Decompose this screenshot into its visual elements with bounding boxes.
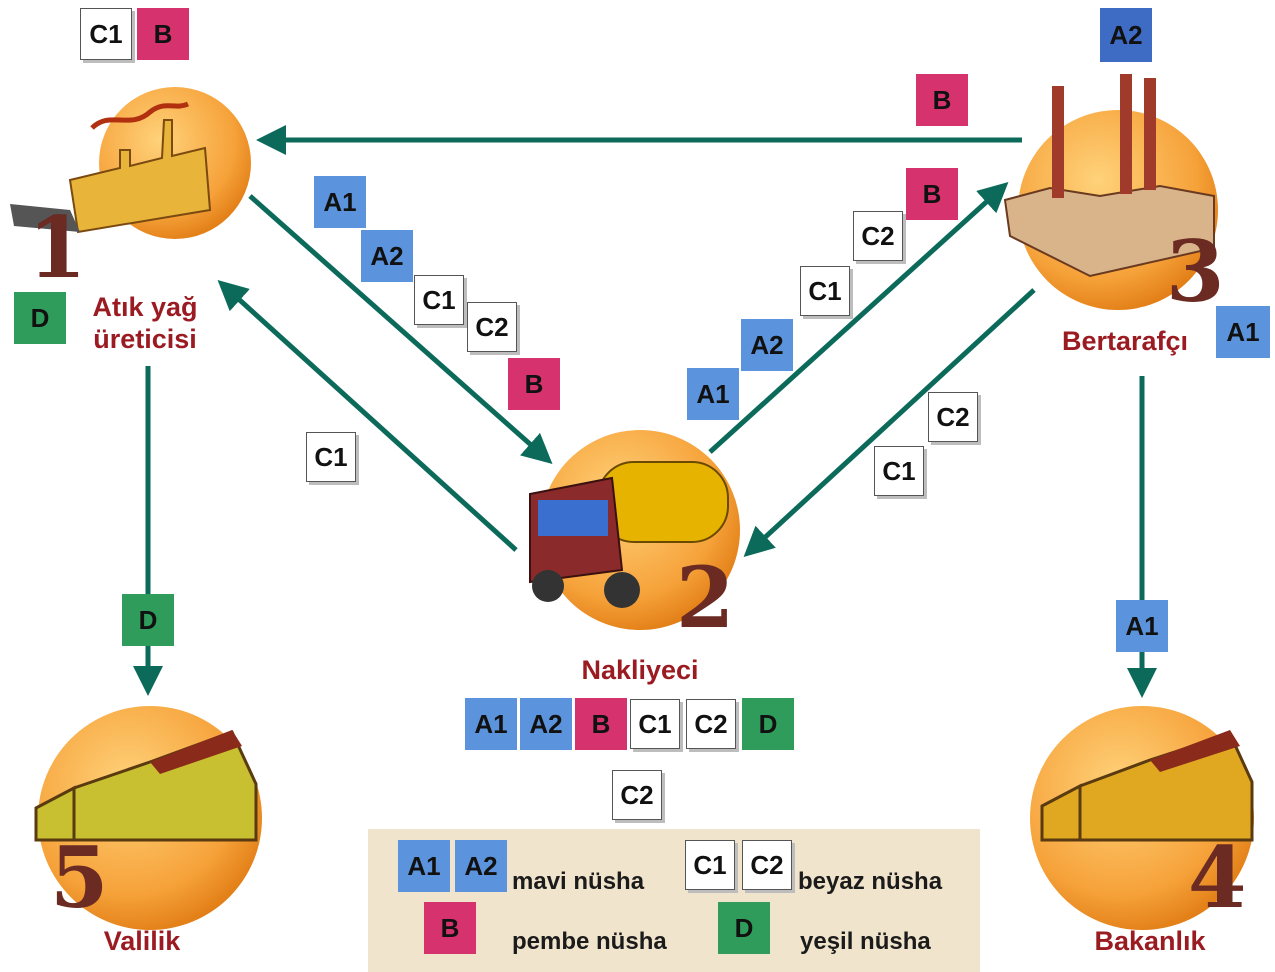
legend-white-c2: C2 bbox=[742, 840, 792, 890]
badge-t2d-a1: A1 bbox=[687, 368, 739, 420]
legend-blue-a1: A1 bbox=[398, 840, 450, 892]
legend-green-d: D bbox=[718, 902, 770, 954]
arrows bbox=[133, 125, 1157, 698]
badge-p2t-c1: C1 bbox=[414, 275, 464, 325]
transporter-number: 2 bbox=[676, 548, 735, 647]
badge-disposer-a2: A2 bbox=[1100, 8, 1152, 62]
badge-t2d-a2: A2 bbox=[741, 319, 793, 371]
transporter-label: Nakliyeci bbox=[581, 655, 699, 685]
ministry-label: Bakanlık bbox=[1094, 926, 1206, 956]
badge-producer-b: B bbox=[137, 8, 189, 60]
flat-roof-shadow bbox=[10, 204, 80, 232]
badge-d2m-a1: A1 bbox=[1116, 600, 1168, 652]
building-icon-ministry bbox=[1040, 732, 1254, 842]
truck-wheel-rear bbox=[604, 572, 640, 608]
factory-icon bbox=[68, 119, 212, 234]
legend-blue-a2: A2 bbox=[455, 840, 507, 892]
producer-node bbox=[10, 87, 251, 239]
badge-t2d-b: B bbox=[906, 168, 958, 220]
smoke-icon bbox=[90, 101, 190, 130]
producer-number: 1 bbox=[28, 198, 87, 297]
badge-tr-a2: A2 bbox=[520, 698, 572, 750]
legend-white-text: beyaz nüsha bbox=[798, 868, 943, 895]
badge-t2d-c2: C2 bbox=[853, 211, 903, 261]
governorship-node bbox=[34, 706, 262, 930]
roof-governorship bbox=[150, 730, 242, 774]
arrow-transporter-to-disposer bbox=[708, 181, 1009, 454]
badge-p2t-a1: A1 bbox=[314, 176, 366, 228]
governorship-number: 5 bbox=[50, 828, 109, 927]
badge-disposer-a1: A1 bbox=[1216, 306, 1270, 358]
governorship-label: Valilik bbox=[103, 926, 181, 956]
badge-d2t-c1: C1 bbox=[874, 446, 924, 496]
arrow-producer-to-transporter bbox=[248, 194, 553, 464]
legend-green-text: yeşil nüsha bbox=[800, 928, 931, 955]
badge-tr-b: B bbox=[575, 698, 627, 750]
legend-pink-text: pembe nüsha bbox=[512, 928, 667, 955]
transporter-node bbox=[529, 430, 740, 630]
legend-pink-b: B bbox=[424, 902, 476, 954]
chimney-3 bbox=[1144, 78, 1156, 190]
ministry-number: 4 bbox=[1188, 828, 1247, 927]
arrow-transporter-to-producer bbox=[217, 279, 518, 552]
producer-label-line1: Atık yağ bbox=[92, 292, 198, 322]
ministry-node bbox=[1030, 706, 1254, 930]
power-plant-icon bbox=[1003, 184, 1215, 278]
badge-t2p-c1: C1 bbox=[306, 432, 356, 482]
badge-top-b: B bbox=[916, 74, 968, 126]
legend-blue-text: mavi nüsha bbox=[512, 868, 645, 895]
badge-tr-d: D bbox=[742, 698, 794, 750]
badge-p2t-a2: A2 bbox=[361, 230, 413, 282]
chimney-2 bbox=[1120, 74, 1132, 194]
legend-white-c1: C1 bbox=[685, 840, 735, 890]
badge-p2t-c2: C2 bbox=[467, 302, 517, 352]
producer-label-line2: üreticisi bbox=[93, 324, 197, 354]
truck-wheel-front bbox=[532, 570, 564, 602]
chimney-1 bbox=[1052, 86, 1064, 198]
badge-t2d-c1: C1 bbox=[800, 266, 850, 316]
badge-p2v-d: D bbox=[122, 594, 174, 646]
disposer-number: 3 bbox=[1166, 222, 1225, 321]
disposer-node bbox=[1003, 74, 1218, 310]
truck-windshield bbox=[538, 500, 608, 536]
arrow-disposer-to-transporter bbox=[743, 288, 1036, 558]
badge-d2t-c2: C2 bbox=[928, 392, 978, 442]
badge-tr-a1: A1 bbox=[465, 698, 517, 750]
disposer-label: Bertarafçı bbox=[1061, 326, 1189, 356]
badge-tr-c1: C1 bbox=[630, 699, 680, 749]
badge-p2t-b: B bbox=[508, 358, 560, 410]
badge-producer-c1: C1 bbox=[80, 8, 132, 60]
roof-ministry bbox=[1150, 730, 1240, 772]
badge-tr-extra-c2: C2 bbox=[612, 770, 662, 820]
badge-tr-c2: C2 bbox=[686, 699, 736, 749]
badge-producer-d: D bbox=[14, 292, 66, 344]
